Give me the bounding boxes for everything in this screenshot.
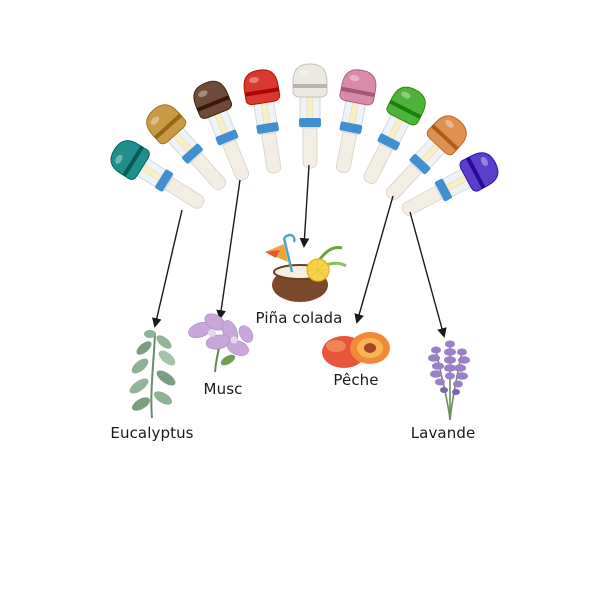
label-pina-colada: Piña colada [255, 309, 343, 327]
cartridge-orange-icon [385, 115, 467, 201]
label-peche: Pêche [333, 371, 379, 389]
cartridge-purple-icon [401, 152, 499, 216]
musc-flower-icon [188, 313, 254, 373]
label-musc: Musc [203, 380, 243, 398]
cartridge-brown-icon [193, 80, 250, 181]
cartridge-white-icon [292, 63, 328, 169]
arrow-peche [354, 195, 394, 324]
peach-icon [322, 332, 390, 368]
cartridge-green-icon [363, 86, 426, 184]
label-eucalyptus: Eucalyptus [110, 424, 194, 442]
arrow-pina-colada [299, 164, 310, 248]
pina-colada-icon [265, 233, 347, 302]
cartridge-gold-icon [146, 104, 227, 191]
label-lavande: Lavande [410, 424, 476, 442]
cartridge-teal-icon [110, 140, 205, 209]
arrows [152, 164, 447, 338]
arrow-eucalyptus [152, 209, 183, 328]
arrow-musc [216, 179, 241, 320]
cartridge-pink-icon [335, 69, 377, 174]
arrow-lavande [409, 211, 447, 338]
eucalyptus-icon [129, 330, 176, 419]
cartridge-red-icon [243, 69, 282, 174]
lavender-icon [428, 340, 470, 421]
cartridge-row [110, 63, 499, 216]
